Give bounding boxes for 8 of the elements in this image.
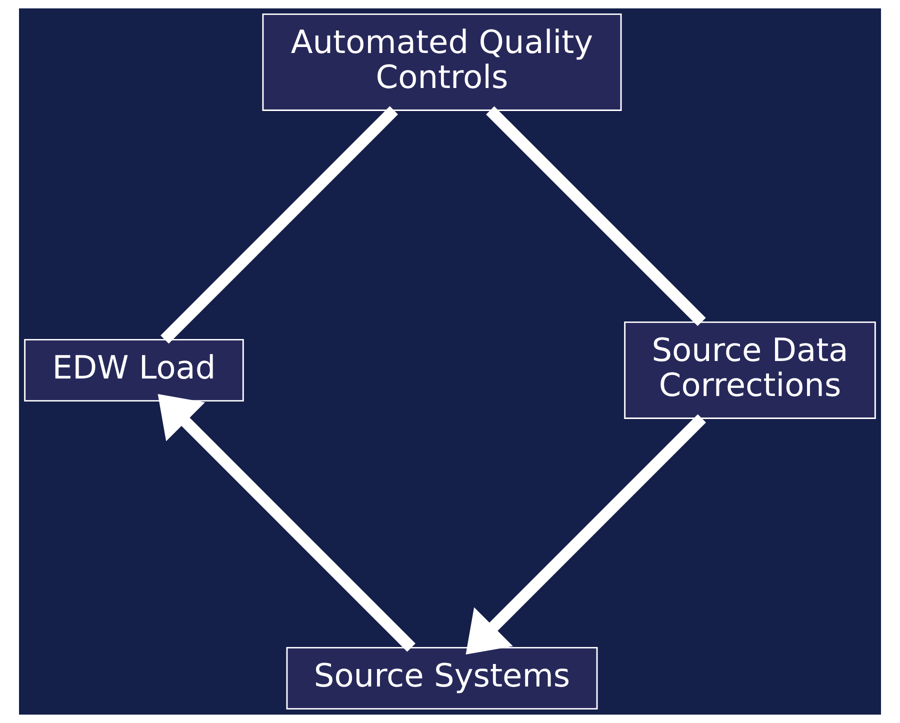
node-box: Source Data Corrections: [624, 321, 876, 419]
node-box: Automated Quality Controls: [262, 13, 622, 111]
arrow: [158, 394, 416, 652]
connector: [160, 106, 398, 344]
connector: [486, 106, 706, 326]
arrow: [466, 414, 706, 654]
node-box: Source Systems: [286, 646, 598, 710]
node-box: EDW Load: [24, 338, 244, 402]
